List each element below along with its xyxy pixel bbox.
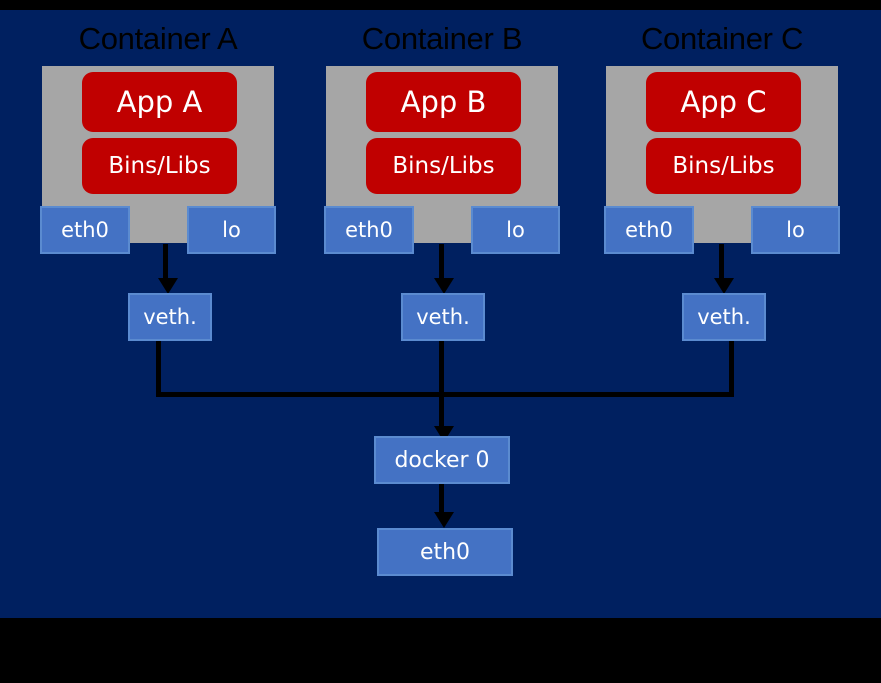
container-a-to-veth-line — [163, 244, 168, 286]
container-a-title: Container A — [78, 21, 238, 56]
container-b-eth0[interactable]: eth0 — [324, 206, 414, 254]
docker0-to-eth0-line — [439, 484, 444, 520]
container-b-lo[interactable]: lo — [471, 206, 560, 254]
container-c-eth0[interactable]: eth0 — [604, 206, 694, 254]
container-c-app[interactable]: App C — [646, 72, 801, 132]
veth-b[interactable]: veth. — [401, 293, 485, 341]
veth-a-drop-line — [156, 341, 161, 397]
container-c-lo[interactable]: lo — [751, 206, 840, 254]
container-a-to-veth-arrowhead — [158, 278, 178, 294]
container-c-bins-libs[interactable]: Bins/Libs — [646, 138, 801, 194]
container-a-eth0[interactable]: eth0 — [40, 206, 130, 254]
docker0-bridge[interactable]: docker 0 — [374, 436, 510, 484]
bus-to-docker0-line — [439, 392, 444, 434]
container-b-to-veth-arrowhead — [434, 278, 454, 294]
veth-a[interactable]: veth. — [128, 293, 212, 341]
container-b-to-veth-line — [439, 244, 444, 286]
docker0-to-eth0-arrowhead — [434, 512, 454, 528]
container-c-to-veth-arrowhead — [714, 278, 734, 294]
veth-c[interactable]: veth. — [682, 293, 766, 341]
bridge-bus-line — [156, 392, 734, 397]
container-b-app[interactable]: App B — [366, 72, 521, 132]
veth-c-drop-line — [729, 341, 734, 397]
veth-b-drop-line — [439, 341, 444, 397]
host-eth0[interactable]: eth0 — [377, 528, 513, 576]
container-a-lo[interactable]: lo — [187, 206, 276, 254]
container-c-title: Container C — [640, 21, 804, 56]
container-a-app[interactable]: App A — [82, 72, 237, 132]
container-c-to-veth-line — [719, 244, 724, 286]
diagram-canvas: Container A App A Bins/Libs eth0 lo veth… — [0, 10, 881, 618]
container-a-bins-libs[interactable]: Bins/Libs — [82, 138, 237, 194]
container-b-bins-libs[interactable]: Bins/Libs — [366, 138, 521, 194]
container-b-title: Container B — [361, 21, 523, 56]
